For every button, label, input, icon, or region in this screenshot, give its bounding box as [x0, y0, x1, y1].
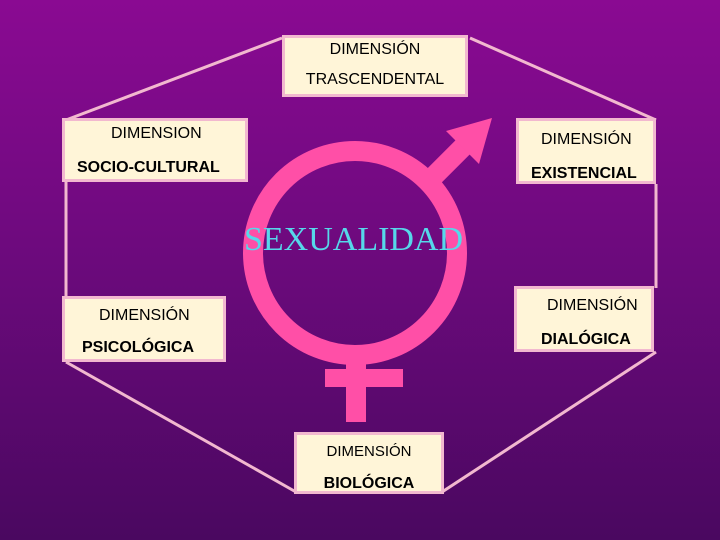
dimension-box-biologica: DIMENSIÓN BIOLÓGICA: [294, 432, 444, 494]
center-label-sexualidad: SEXUALIDAD: [244, 221, 464, 258]
dimension-box-line1: DIMENSIÓN: [541, 131, 632, 148]
dimension-box-line1: DIMENSIÓN: [99, 307, 190, 324]
dimension-box-line1: DIMENSIÓN: [329, 41, 421, 58]
dimension-box-dialogica: DIMENSIÓN DIALÓGICA: [514, 286, 654, 352]
symbol-cross-horizontal: [325, 369, 403, 387]
connector-bottom-right: [441, 350, 657, 494]
dimension-box-trascendental: DIMENSIÓN TRASCENDENTAL: [282, 35, 468, 97]
dimension-box-line2: DIALÓGICA: [541, 331, 631, 348]
connector-top-left: [65, 36, 283, 122]
dimension-box-line2: SOCIO-CULTURAL: [77, 159, 220, 176]
dimension-box-line2: BIOLÓGICA: [323, 475, 415, 492]
dimension-box-line1: DIMENSION: [111, 125, 202, 142]
hexagon-outline: [64, 36, 658, 494]
dimension-box-line2: TRASCENDENTAL: [305, 71, 445, 88]
dimension-box-line1: DIMENSIÓN: [326, 443, 412, 460]
dimension-box-line2: PSICOLÓGICA: [82, 339, 195, 356]
male-female-symbol-icon: [243, 118, 492, 422]
connector-bottom-left: [65, 360, 297, 494]
connector-top-right: [469, 36, 657, 122]
dimension-box-existencial: DIMENSIÓN EXISTENCIAL: [516, 118, 656, 184]
dimension-box-line2: EXISTENCIAL: [531, 165, 637, 182]
dimension-box-socio-cultural: DIMENSION SOCIO-CULTURAL: [62, 118, 248, 182]
dimension-box-line1: DIMENSIÓN: [547, 297, 638, 314]
dimension-box-psicologica: DIMENSIÓN PSICOLÓGICA: [62, 296, 226, 362]
symbol-arrowhead: [446, 118, 492, 164]
